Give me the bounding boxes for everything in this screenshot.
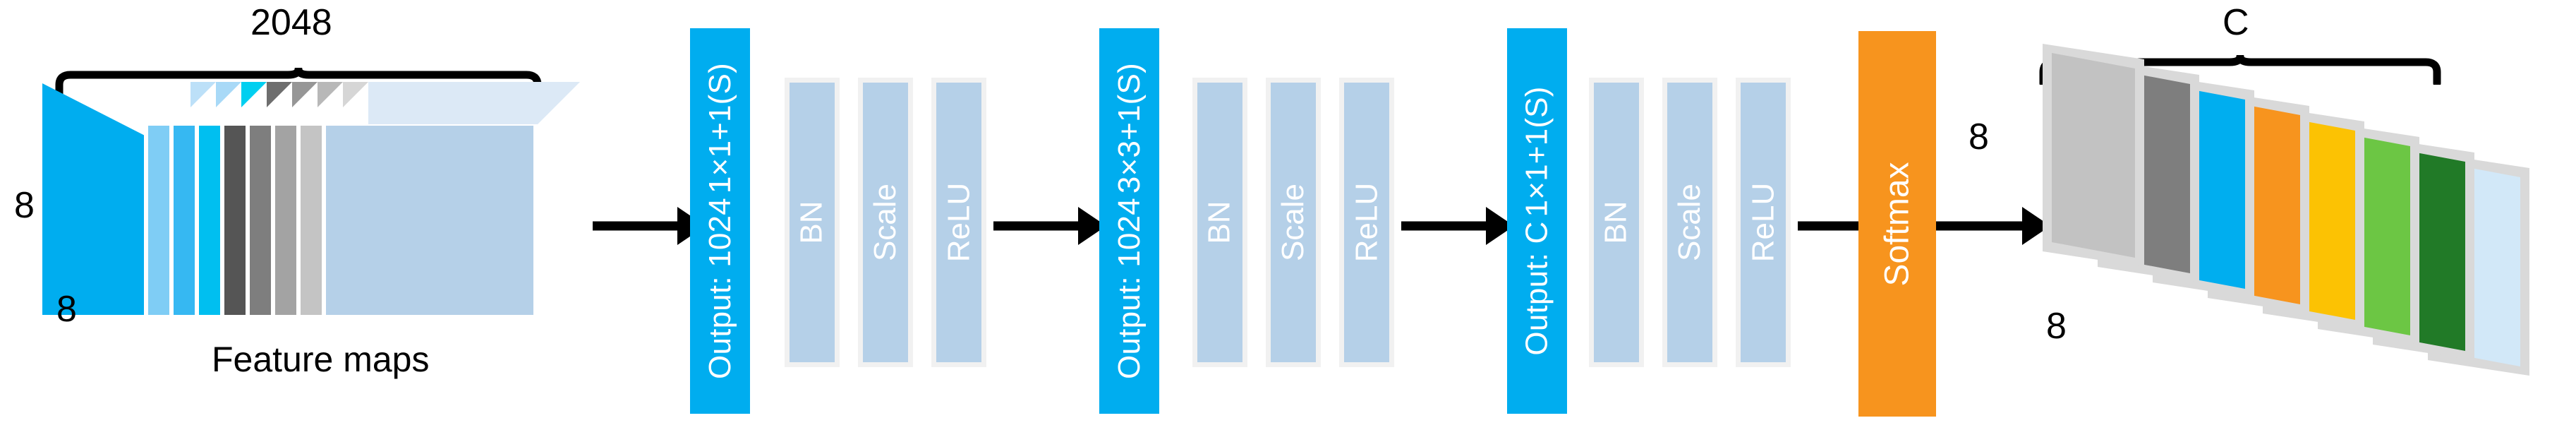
feature-map-slice-top-7 bbox=[343, 82, 368, 124]
input-depth-label: 8 bbox=[56, 289, 77, 330]
feature-map-slice-top-8 bbox=[368, 82, 580, 124]
conv-output-label-2: Output: 1024 bbox=[1111, 198, 1147, 379]
input-feature-map-stack bbox=[42, 82, 580, 315]
feature-map-slice-5 bbox=[250, 126, 271, 315]
aux-label-scale-2: Scale bbox=[1276, 183, 1311, 262]
input-width-brace bbox=[55, 68, 542, 97]
conv-kernel-label-3: 1×1+1(S) bbox=[1519, 86, 1554, 217]
aux-block-stage-2-relu[interactable]: ReLU bbox=[1339, 78, 1394, 367]
feature-map-slice-top-5 bbox=[292, 82, 318, 124]
feature-map-slice-top-6 bbox=[318, 82, 343, 124]
input-width-label: 2048 bbox=[250, 2, 332, 43]
aux-block-stage-1-relu[interactable]: ReLU bbox=[931, 78, 986, 367]
feature-map-slice-8 bbox=[326, 126, 533, 315]
conv-block-stage-2[interactable]: 3×3+1(S) Output: 1024 bbox=[1099, 28, 1159, 414]
feature-map-slice-top-3 bbox=[241, 82, 267, 124]
aux-label-relu-3: ReLU bbox=[1746, 182, 1780, 263]
aux-block-stage-3-scale[interactable]: Scale bbox=[1662, 78, 1717, 367]
output-depth-label: 8 bbox=[2046, 306, 2067, 347]
aux-block-stage-1-scale[interactable]: Scale bbox=[858, 78, 913, 367]
feature-map-slice-3 bbox=[199, 126, 220, 315]
aux-label-relu-1: ReLU bbox=[941, 182, 976, 263]
aux-label-scale-1: Scale bbox=[868, 183, 903, 262]
aux-label-bn-2: BN bbox=[1202, 201, 1237, 244]
feature-map-slice-top-2 bbox=[216, 82, 241, 124]
aux-block-stage-1-bn[interactable]: BN bbox=[785, 78, 840, 367]
aux-block-stage-2-scale[interactable]: Scale bbox=[1266, 78, 1321, 367]
conv-kernel-label-2: 3×3+1(S) bbox=[1111, 63, 1147, 194]
output-plane-stack bbox=[2043, 44, 2536, 376]
conv-block-stage-1[interactable]: 1×1+1(S) Output: 1024 bbox=[690, 28, 750, 414]
output-height-label: 8 bbox=[1969, 117, 1989, 157]
conv-output-label-1: Output: 1024 bbox=[702, 198, 737, 379]
softmax-block[interactable]: Softmax bbox=[1858, 31, 1936, 417]
aux-label-bn-1: BN bbox=[794, 201, 829, 244]
feature-map-slice-top-1 bbox=[191, 82, 216, 124]
conv-kernel-label-1: 1×1+1(S) bbox=[702, 63, 737, 194]
feature-map-slice-top-4 bbox=[267, 82, 292, 124]
feature-map-slice-4 bbox=[224, 126, 246, 315]
conv-block-stage-3[interactable]: 1×1+1(S) Output: C bbox=[1507, 28, 1567, 414]
softmax-label: Softmax bbox=[1878, 161, 1916, 287]
aux-label-scale-3: Scale bbox=[1672, 183, 1707, 262]
feature-map-slice-7 bbox=[301, 126, 322, 315]
feature-map-slice-1 bbox=[148, 126, 169, 315]
aux-label-relu-2: ReLU bbox=[1349, 182, 1384, 263]
feature-map-slice-0 bbox=[42, 83, 144, 315]
input-height-label: 8 bbox=[14, 185, 35, 226]
aux-block-stage-3-relu[interactable]: ReLU bbox=[1736, 78, 1791, 367]
aux-label-bn-3: BN bbox=[1599, 201, 1633, 244]
output-width-label: C bbox=[2223, 2, 2249, 43]
feature-map-slice-2 bbox=[174, 126, 195, 315]
aux-block-stage-3-bn[interactable]: BN bbox=[1589, 78, 1644, 367]
conv-output-label-3: Output: C bbox=[1519, 221, 1554, 356]
input-caption: Feature maps bbox=[212, 340, 430, 379]
output-plane-0 bbox=[2043, 44, 2144, 267]
aux-block-stage-2-bn[interactable]: BN bbox=[1192, 78, 1247, 367]
feature-map-slice-6 bbox=[275, 126, 296, 315]
